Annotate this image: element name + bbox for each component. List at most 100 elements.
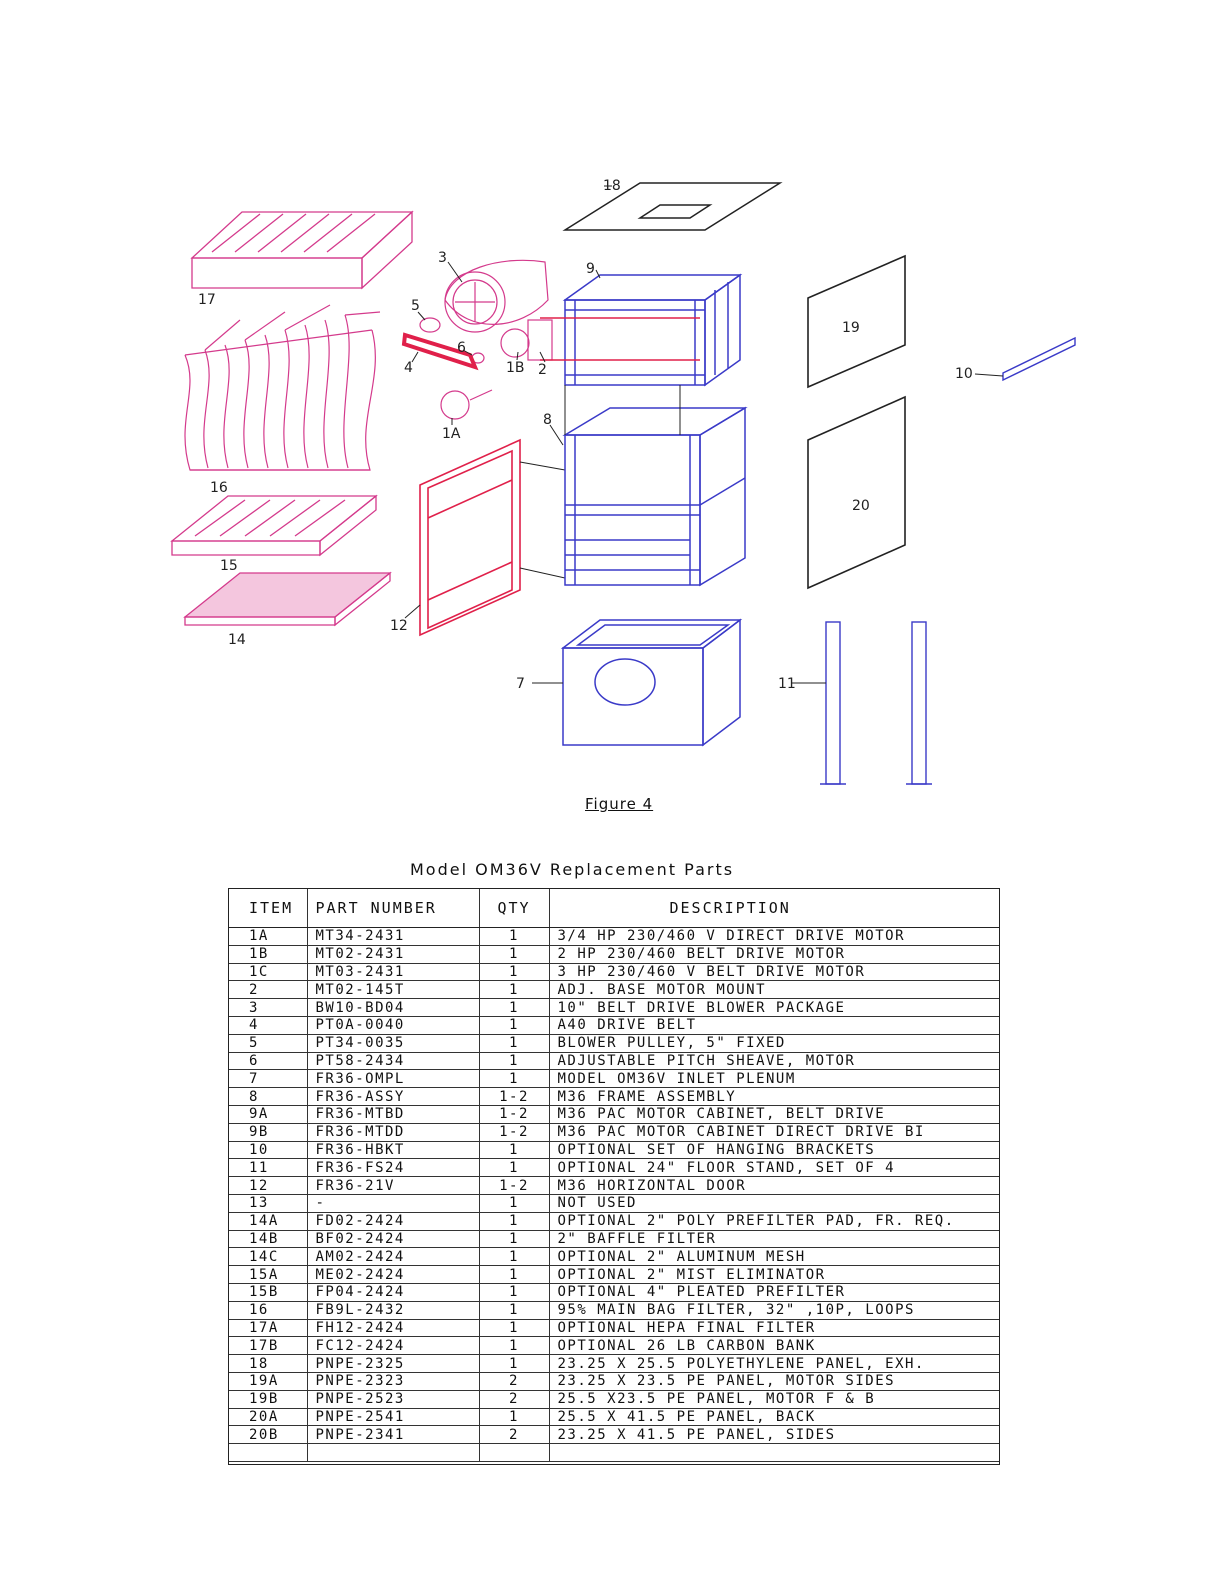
cell-item: 13 (229, 1194, 308, 1213)
cell-part-number: FR36-OMPL (307, 1069, 480, 1089)
exploded-parts-diagram: 1A 1B 2 3 4 5 6 7 8 9 10 11 12 14 15 16 … (170, 178, 1076, 785)
cell-part-number: BF02-2424 (307, 1230, 480, 1249)
callout-16: 16 (210, 480, 228, 496)
cell-item: 6 (229, 1052, 308, 1071)
cell-part-number: FR36-ASSY (307, 1087, 480, 1106)
cell-description: BLOWER PULLEY, 5" FIXED (549, 1034, 999, 1053)
cell-part-number: FR36-HBKT (307, 1141, 480, 1160)
cell-qty: 1-2 (479, 1176, 550, 1195)
cell-part-number: PT0A-0040 (307, 1016, 480, 1035)
cell-qty: 1 (479, 1265, 550, 1284)
cell-qty: 1 (479, 1141, 550, 1160)
cell-part-number: PNPE-2541 (307, 1408, 480, 1427)
exhaust-panel-18 (562, 182, 783, 231)
cell-item: 8 (229, 1087, 308, 1106)
parts-table-title: Model OM36V Replacement Parts (410, 860, 735, 879)
pe-panels (807, 254, 906, 590)
cell-part-number: ME02-2424 (307, 1265, 480, 1284)
cell-item: 17B (229, 1336, 308, 1356)
cell-part-number: FP04-2424 (307, 1283, 480, 1302)
cell-part-number: PNPE-2325 (307, 1354, 480, 1373)
table-row (229, 1443, 999, 1462)
cell-description: 2" BAFFLE FILTER (549, 1230, 999, 1249)
cell-qty: 1 (479, 1301, 550, 1320)
cell-item (229, 1443, 308, 1462)
cell-part-number: PNPE-2523 (307, 1390, 480, 1409)
cell-description: ADJUSTABLE PITCH SHEAVE, MOTOR (549, 1052, 999, 1071)
cell-part-number: PNPE-2341 (307, 1425, 480, 1445)
cell-description: OPTIONAL 26 LB CARBON BANK (549, 1336, 999, 1356)
cell-description: 23.25 X 23.5 PE PANEL, MOTOR SIDES (549, 1372, 999, 1391)
cell-description: M36 FRAME ASSEMBLY (549, 1087, 999, 1106)
cell-item: 11 (229, 1158, 308, 1178)
cell-item: 15B (229, 1283, 308, 1302)
cell-part-number: PT58-2434 (307, 1052, 480, 1071)
cell-qty: 1 (479, 963, 550, 982)
cell-qty: 1 (479, 1336, 550, 1356)
bag-filter-16 (184, 304, 381, 471)
cell-item: 19B (229, 1390, 308, 1409)
cell-description: 2 HP 230/460 BELT DRIVE MOTOR (549, 945, 999, 964)
cell-part-number: FD02-2424 (307, 1212, 480, 1231)
cell-item: 20B (229, 1425, 308, 1445)
cell-qty: 1 (479, 1283, 550, 1302)
cell-item: 7 (229, 1069, 308, 1089)
cell-description: 3/4 HP 230/460 V DIRECT DRIVE MOTOR (549, 927, 999, 946)
cell-description: M36 PAC MOTOR CABINET, BELT DRIVE (549, 1105, 999, 1124)
cell-description: A40 DRIVE BELT (549, 1016, 999, 1035)
cell-qty: 1 (479, 1354, 550, 1373)
floor-stand-11 (820, 621, 932, 785)
cell-qty: 2 (479, 1425, 550, 1445)
header-description: DESCRIPTION (549, 889, 999, 928)
blower-assembly (401, 259, 553, 420)
figure-caption: Figure 4 (585, 795, 654, 813)
cell-qty: 1 (479, 1230, 550, 1249)
cell-description: OPTIONAL 4" PLEATED PREFILTER (549, 1283, 999, 1302)
cell-description: OPTIONAL SET OF HANGING BRACKETS (549, 1141, 999, 1160)
frame-assembly-8 (562, 385, 748, 587)
cell-qty: 1 (479, 945, 550, 964)
cell-item: 14A (229, 1212, 308, 1231)
cell-qty: 1-2 (479, 1087, 550, 1106)
cell-qty: 2 (479, 1390, 550, 1409)
cell-description: 25.5 X23.5 PE PANEL, MOTOR F & B (549, 1390, 999, 1409)
callout-20: 20 (852, 498, 870, 514)
cell-part-number: FB9L-2432 (307, 1301, 480, 1320)
cell-part-number: PNPE-2323 (307, 1372, 480, 1391)
callout-12: 12 (390, 618, 408, 634)
cell-item: 12 (229, 1176, 308, 1195)
cell-part-number: FH12-2424 (307, 1319, 480, 1338)
cell-item: 14B (229, 1230, 308, 1249)
cell-qty: 1 (479, 998, 550, 1017)
cell-item: 3 (229, 998, 308, 1017)
callout-4: 4 (404, 360, 413, 376)
motor-cabinet-9 (540, 273, 743, 387)
cell-qty: 1 (479, 1319, 550, 1338)
cell-part-number: FR36-MTBD (307, 1105, 480, 1124)
cell-description: M36 PAC MOTOR CABINET DIRECT DRIVE BI (549, 1123, 999, 1142)
cell-qty: 1 (479, 1212, 550, 1231)
callout-17: 17 (198, 292, 216, 308)
cell-item: 16 (229, 1301, 308, 1320)
callout-9: 9 (586, 261, 595, 277)
callout-2: 2 (538, 362, 547, 378)
cell-part-number: MT34-2431 (307, 927, 480, 946)
cell-description: ADJ. BASE MOTOR MOUNT (549, 980, 999, 1000)
callout-10: 10 (955, 366, 973, 382)
cell-part-number (307, 1443, 480, 1462)
cell-qty: 1 (479, 1408, 550, 1427)
